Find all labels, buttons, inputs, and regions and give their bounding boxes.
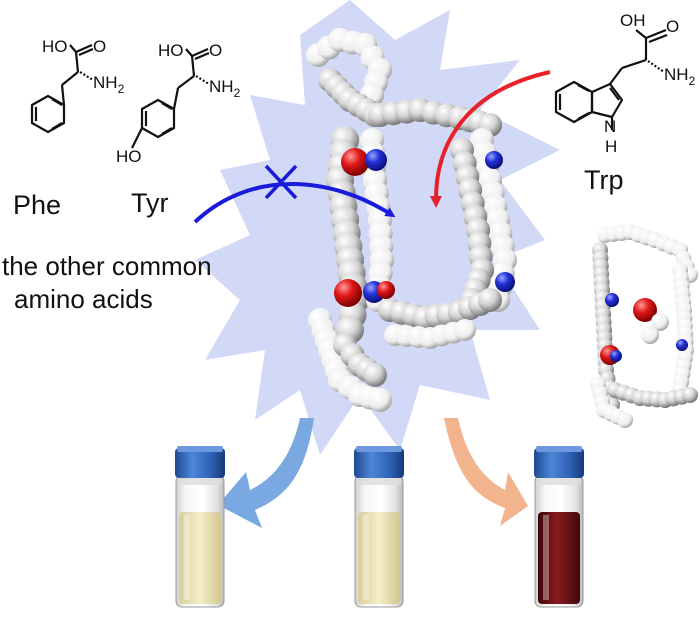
trp-atom-labels: OH O NH2 N H [604,11,696,156]
blocked-arrow [193,182,396,224]
trp-binding-arrow [429,70,551,208]
trp-indole-h-label: H [605,137,617,156]
arrow-to-right-vial [444,418,528,526]
vial-left [175,446,225,608]
phe-amine-label: NH2 [93,73,125,96]
trp-acid-label: OH [620,11,646,30]
trp-amine-label: NH2 [664,65,696,88]
vial-middle [354,446,404,608]
phe-carbonyl-label: O [93,37,106,56]
tyr-atom-labels: HO O NH2 HO [116,41,241,166]
others-line-2: amino acids [14,284,153,314]
macrocycle-side-view-icon [590,224,698,428]
phe-atom-labels: HO O NH2 [42,37,125,96]
tyr-name: Tyr [131,188,169,218]
tyr-acid-label: HO [158,41,184,60]
others-line-1: the other common [2,251,212,281]
phe-acid-label: HO [42,37,68,56]
tyr-hydroxyl-label: HO [116,147,142,166]
trp-carbonyl-label: O [666,17,679,36]
tyr-carbonyl-label: O [209,41,222,60]
trp-structure [554,28,668,130]
trp-indole-n-label: N [604,117,616,136]
tyr-amine-label: NH2 [209,77,241,100]
phe-name: Phe [13,190,62,220]
phe-structure [30,43,94,134]
trp-name: Trp [584,165,624,195]
arrow-to-left-vial [218,418,314,528]
tyr-structure [131,47,210,149]
cross-mark-icon [264,164,298,200]
vial-right [534,446,584,608]
